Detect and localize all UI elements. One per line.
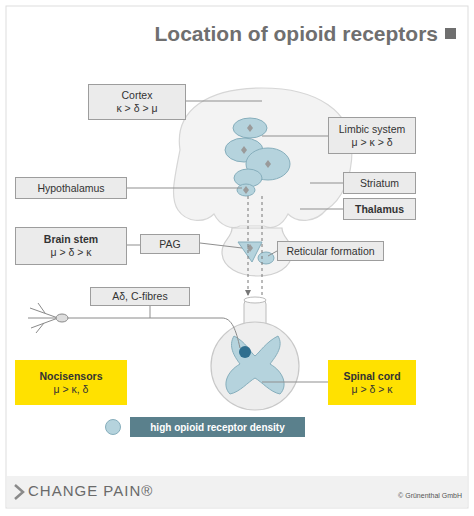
label-box: Spinal cordμ > δ > κ (328, 360, 416, 405)
sensory-neuron (28, 303, 240, 348)
receptor-order: μ > δ > κ (351, 383, 392, 396)
region-markers (241, 124, 271, 252)
label-box: Striatum (343, 172, 416, 194)
label-box: Cortexκ > δ > μ (88, 84, 186, 120)
legend-text: high opioid receptor density (150, 421, 284, 434)
arrow-head (245, 290, 251, 296)
label-box: Hypothalamus (15, 177, 127, 199)
logo-text: CHANGE PAIN® (28, 482, 228, 500)
nerve-ending (56, 314, 68, 322)
receptor-order: μ > κ, δ (54, 383, 89, 396)
receptor-order: μ > κ > δ (351, 136, 392, 149)
logo-chevron (15, 485, 23, 499)
label-box: Aδ, C-fibres (90, 287, 190, 306)
dorsal-horn (239, 346, 251, 358)
label-box: Nocisensorsμ > κ, δ (15, 360, 127, 405)
legend-band: high opioid receptor density (130, 417, 305, 437)
label-box: PAG (140, 234, 200, 254)
frame (6, 6, 468, 508)
copyright: © Grünenthal GmbH (330, 491, 462, 501)
box-heading: PAG (159, 238, 180, 251)
box-heading: Spinal cord (343, 370, 400, 383)
cord-section (211, 322, 299, 410)
label-box: Thalamus (343, 198, 416, 220)
diagram-title: Location of opioid receptors (60, 22, 438, 46)
box-heading: Thalamus (355, 203, 404, 216)
box-heading: Reticular formation (286, 245, 374, 258)
box-heading: Limbic system (339, 123, 406, 136)
title-square (445, 28, 456, 39)
cord-top (244, 297, 266, 303)
brain-outline (174, 88, 352, 228)
label-box: Limbic systemμ > κ > δ (328, 117, 416, 154)
box-heading: Brain stem (44, 233, 98, 246)
box-heading: Nocisensors (39, 370, 102, 383)
box-heading: Cortex (122, 89, 153, 102)
label-box: Brain stemμ > δ > κ (15, 227, 127, 265)
legend-swatch (105, 419, 121, 435)
grey-matter (226, 336, 284, 394)
receptor-order: κ > δ > μ (116, 102, 157, 115)
box-heading: Hypothalamus (37, 182, 104, 195)
receptor-order: μ > δ > κ (50, 246, 91, 259)
box-heading: Striatum (360, 177, 399, 190)
label-box: Reticular formation (277, 241, 384, 261)
footer-band (7, 476, 467, 507)
box-heading: Aδ, C-fibres (112, 290, 167, 303)
